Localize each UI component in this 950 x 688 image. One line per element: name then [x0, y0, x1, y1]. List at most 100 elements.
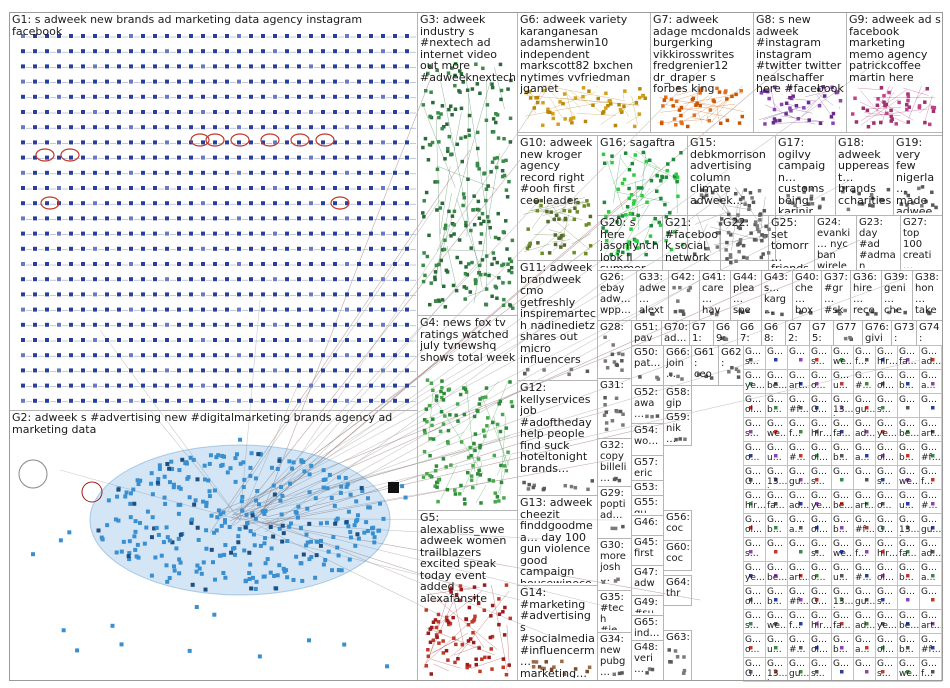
vertex-node [455, 142, 460, 147]
vertex-node [464, 617, 469, 622]
vertex-node [799, 454, 803, 458]
edge-line [440, 465, 458, 500]
vertex-node [650, 414, 654, 419]
vertex-node [547, 251, 552, 255]
small-group-box [875, 513, 898, 538]
small-group-box [787, 489, 810, 514]
vertex-node [688, 286, 693, 290]
vertex-node [321, 125, 325, 130]
vertex-node [484, 303, 489, 307]
vertex-node [129, 94, 133, 99]
vertex-node [261, 186, 265, 190]
vertex-node [277, 563, 282, 568]
vertex-node [478, 443, 482, 448]
vertex-node [438, 629, 443, 634]
edge-line [566, 93, 581, 109]
vertex-node [132, 501, 137, 506]
vertex-node [906, 598, 910, 602]
edge-line [456, 198, 479, 263]
vertex-node [275, 573, 280, 578]
vertex-node [189, 307, 193, 312]
vertex-node [381, 125, 385, 130]
small-group-box [919, 369, 942, 394]
vertex-node [304, 532, 309, 537]
vertex-node [201, 216, 205, 221]
vertex-node [213, 246, 217, 251]
vertex-node [237, 307, 241, 312]
vertex-node [189, 398, 193, 403]
vertex-node [865, 670, 869, 674]
vertex-node [81, 201, 85, 206]
vertex-node [502, 633, 507, 637]
vertex-node [321, 170, 325, 175]
vertex-node [784, 101, 789, 105]
vertex-node [321, 94, 325, 99]
edge-line [817, 93, 834, 106]
vertex-node [333, 79, 337, 84]
vertex-node [105, 64, 109, 69]
vertex-node [501, 230, 506, 234]
vertex-node [129, 170, 133, 175]
vertex-node [749, 670, 753, 674]
edge-line [248, 522, 561, 541]
vertex-node [309, 201, 313, 206]
vertex-node [213, 125, 217, 130]
vertex-node [428, 436, 433, 441]
vertex-node [57, 398, 61, 403]
highlight-loop [315, 133, 335, 147]
vertex-node [815, 574, 819, 578]
edge-line [149, 409, 241, 521]
vertex-node [345, 262, 349, 266]
vertex-node [327, 472, 332, 477]
vertex-node [667, 648, 671, 652]
vertex-node [297, 292, 301, 297]
vertex-node [93, 292, 97, 297]
vertex-node [333, 338, 337, 342]
small-group-box [897, 609, 920, 634]
vertex-node [117, 201, 121, 206]
vertex-node [504, 672, 509, 677]
vertex-node [69, 49, 73, 54]
vertex-node [189, 322, 193, 327]
vertex-node [523, 371, 527, 376]
edge-line [427, 392, 434, 443]
vertex-node [584, 251, 588, 256]
vertex-node [841, 189, 845, 194]
vertex-node [138, 478, 143, 483]
vertex-node [502, 173, 507, 178]
edge-line [475, 484, 487, 504]
vertex-node [668, 660, 672, 664]
vertex-node [810, 201, 815, 206]
vertex-node [620, 368, 624, 372]
vertex-node [261, 246, 265, 251]
vertex-node [333, 246, 337, 251]
vertex-node [369, 292, 373, 297]
vertex-node [881, 550, 885, 554]
small-group-box [875, 489, 898, 514]
vertex-node [372, 535, 377, 540]
vertex-node [145, 509, 150, 514]
vertex-node [467, 133, 472, 138]
vertex-node [422, 251, 426, 255]
vertex-node [478, 473, 483, 477]
vertex-node [177, 398, 181, 403]
vertex-node [616, 249, 621, 253]
vertex-node [57, 155, 61, 160]
vertex-node [153, 231, 157, 236]
vertex-node [33, 201, 37, 206]
vertex-node [482, 172, 486, 176]
edge-line [714, 189, 740, 230]
vertex-node [492, 256, 497, 261]
vertex-node [189, 338, 193, 342]
vertex-node [473, 432, 478, 436]
vertex-node [207, 461, 212, 466]
vertex-node [345, 34, 349, 38]
vertex-node [297, 353, 301, 358]
vertex-node [177, 292, 181, 297]
vertex-node [165, 155, 169, 160]
vertex-node [225, 64, 229, 69]
vertex-node [906, 670, 910, 674]
vertex-node [93, 322, 97, 327]
vertex-node [323, 557, 328, 562]
edge-line [472, 631, 485, 648]
